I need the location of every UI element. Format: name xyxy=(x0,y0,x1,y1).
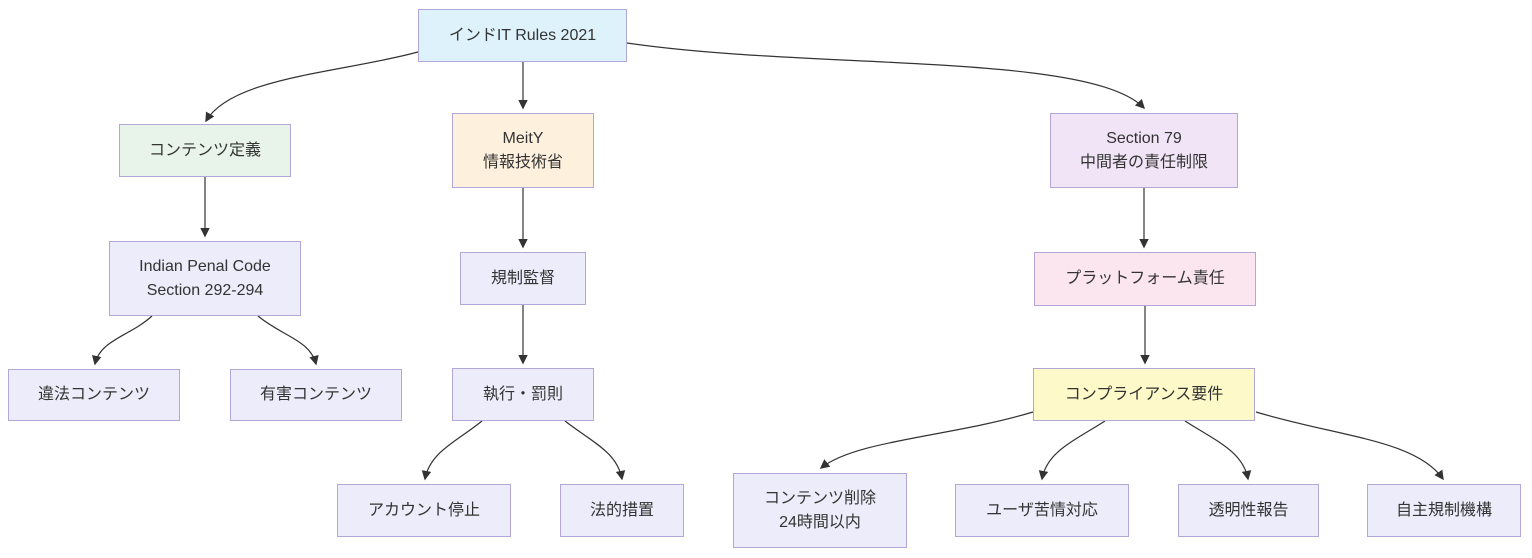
node-label: 規制監督 xyxy=(490,269,555,287)
node-harmful-content: 有害コンテンツ xyxy=(230,369,402,421)
node-platform-responsibility: プラットフォーム責任 xyxy=(1034,252,1256,306)
edge-ipc-to-harmful xyxy=(257,315,319,366)
edge-root-to-section79 xyxy=(626,42,1146,110)
node-content-removal-24h: コンテンツ削除 24時間以内 xyxy=(733,473,907,548)
edge-enforcement-to-account xyxy=(421,420,483,481)
node-label: 違法コンテンツ xyxy=(37,386,150,403)
node-label: Section 292-294 xyxy=(146,281,264,299)
node-label: Indian Penal Code xyxy=(139,257,271,275)
node-label: 有害コンテンツ xyxy=(259,386,372,403)
node-label: インドIT Rules 2021 xyxy=(448,26,597,44)
node-label: Section 79 xyxy=(1106,129,1182,147)
node-label: 中間者の責任制限 xyxy=(1079,153,1208,171)
node-label: プラットフォーム責任 xyxy=(1065,270,1225,287)
node-indian-penal-code: Indian Penal Code Section 292-294 xyxy=(109,241,301,316)
node-content-definition: コンテンツ定義 xyxy=(119,124,291,177)
edge-enforcement-to-legal xyxy=(564,420,626,481)
node-label: 24時間以内 xyxy=(779,513,861,531)
node-label: コンテンツ削除 xyxy=(763,489,876,507)
node-legal-action: 法的措置 xyxy=(560,484,684,537)
edge-compliance-to-removal xyxy=(819,411,1034,469)
edge-ipc-to-illegal xyxy=(91,315,153,366)
node-label: 透明性報告 xyxy=(1208,501,1289,519)
edge-root-to-content-def xyxy=(205,51,419,123)
node-enforcement-penalties: 執行・罰則 xyxy=(452,368,594,421)
node-account-suspension: アカウント停止 xyxy=(337,484,511,537)
edge-compliance-to-transparency xyxy=(1184,420,1252,481)
node-regulatory-oversight: 規制監督 xyxy=(460,252,586,305)
node-meity: MeitY 情報技術省 xyxy=(452,113,594,188)
node-section-79: Section 79 中間者の責任制限 xyxy=(1050,113,1238,188)
node-illegal-content: 違法コンテンツ xyxy=(8,369,180,421)
node-self-regulatory-body: 自主規制機構 xyxy=(1367,484,1521,537)
edge-compliance-to-self-reg xyxy=(1255,411,1444,481)
node-label: 執行・罰則 xyxy=(482,385,563,403)
node-label: 自主規制機構 xyxy=(1395,501,1492,519)
node-label: コンテンツ定義 xyxy=(148,141,261,159)
node-compliance-requirements: コンプライアンス要件 xyxy=(1033,368,1255,421)
node-label: 情報技術省 xyxy=(482,153,563,171)
node-label: ユーザ苦情対応 xyxy=(986,501,1098,519)
edge-compliance-to-grievance xyxy=(1038,420,1106,481)
node-transparency-report: 透明性報告 xyxy=(1178,484,1319,537)
node-label: MeitY xyxy=(502,129,544,147)
node-user-grievance: ユーザ苦情対応 xyxy=(955,484,1129,537)
node-label: アカウント停止 xyxy=(367,501,480,519)
node-label: 法的措置 xyxy=(589,501,654,519)
node-india-it-rules-2021: インドIT Rules 2021 xyxy=(418,9,627,62)
node-label: コンプライアンス要件 xyxy=(1064,385,1224,403)
